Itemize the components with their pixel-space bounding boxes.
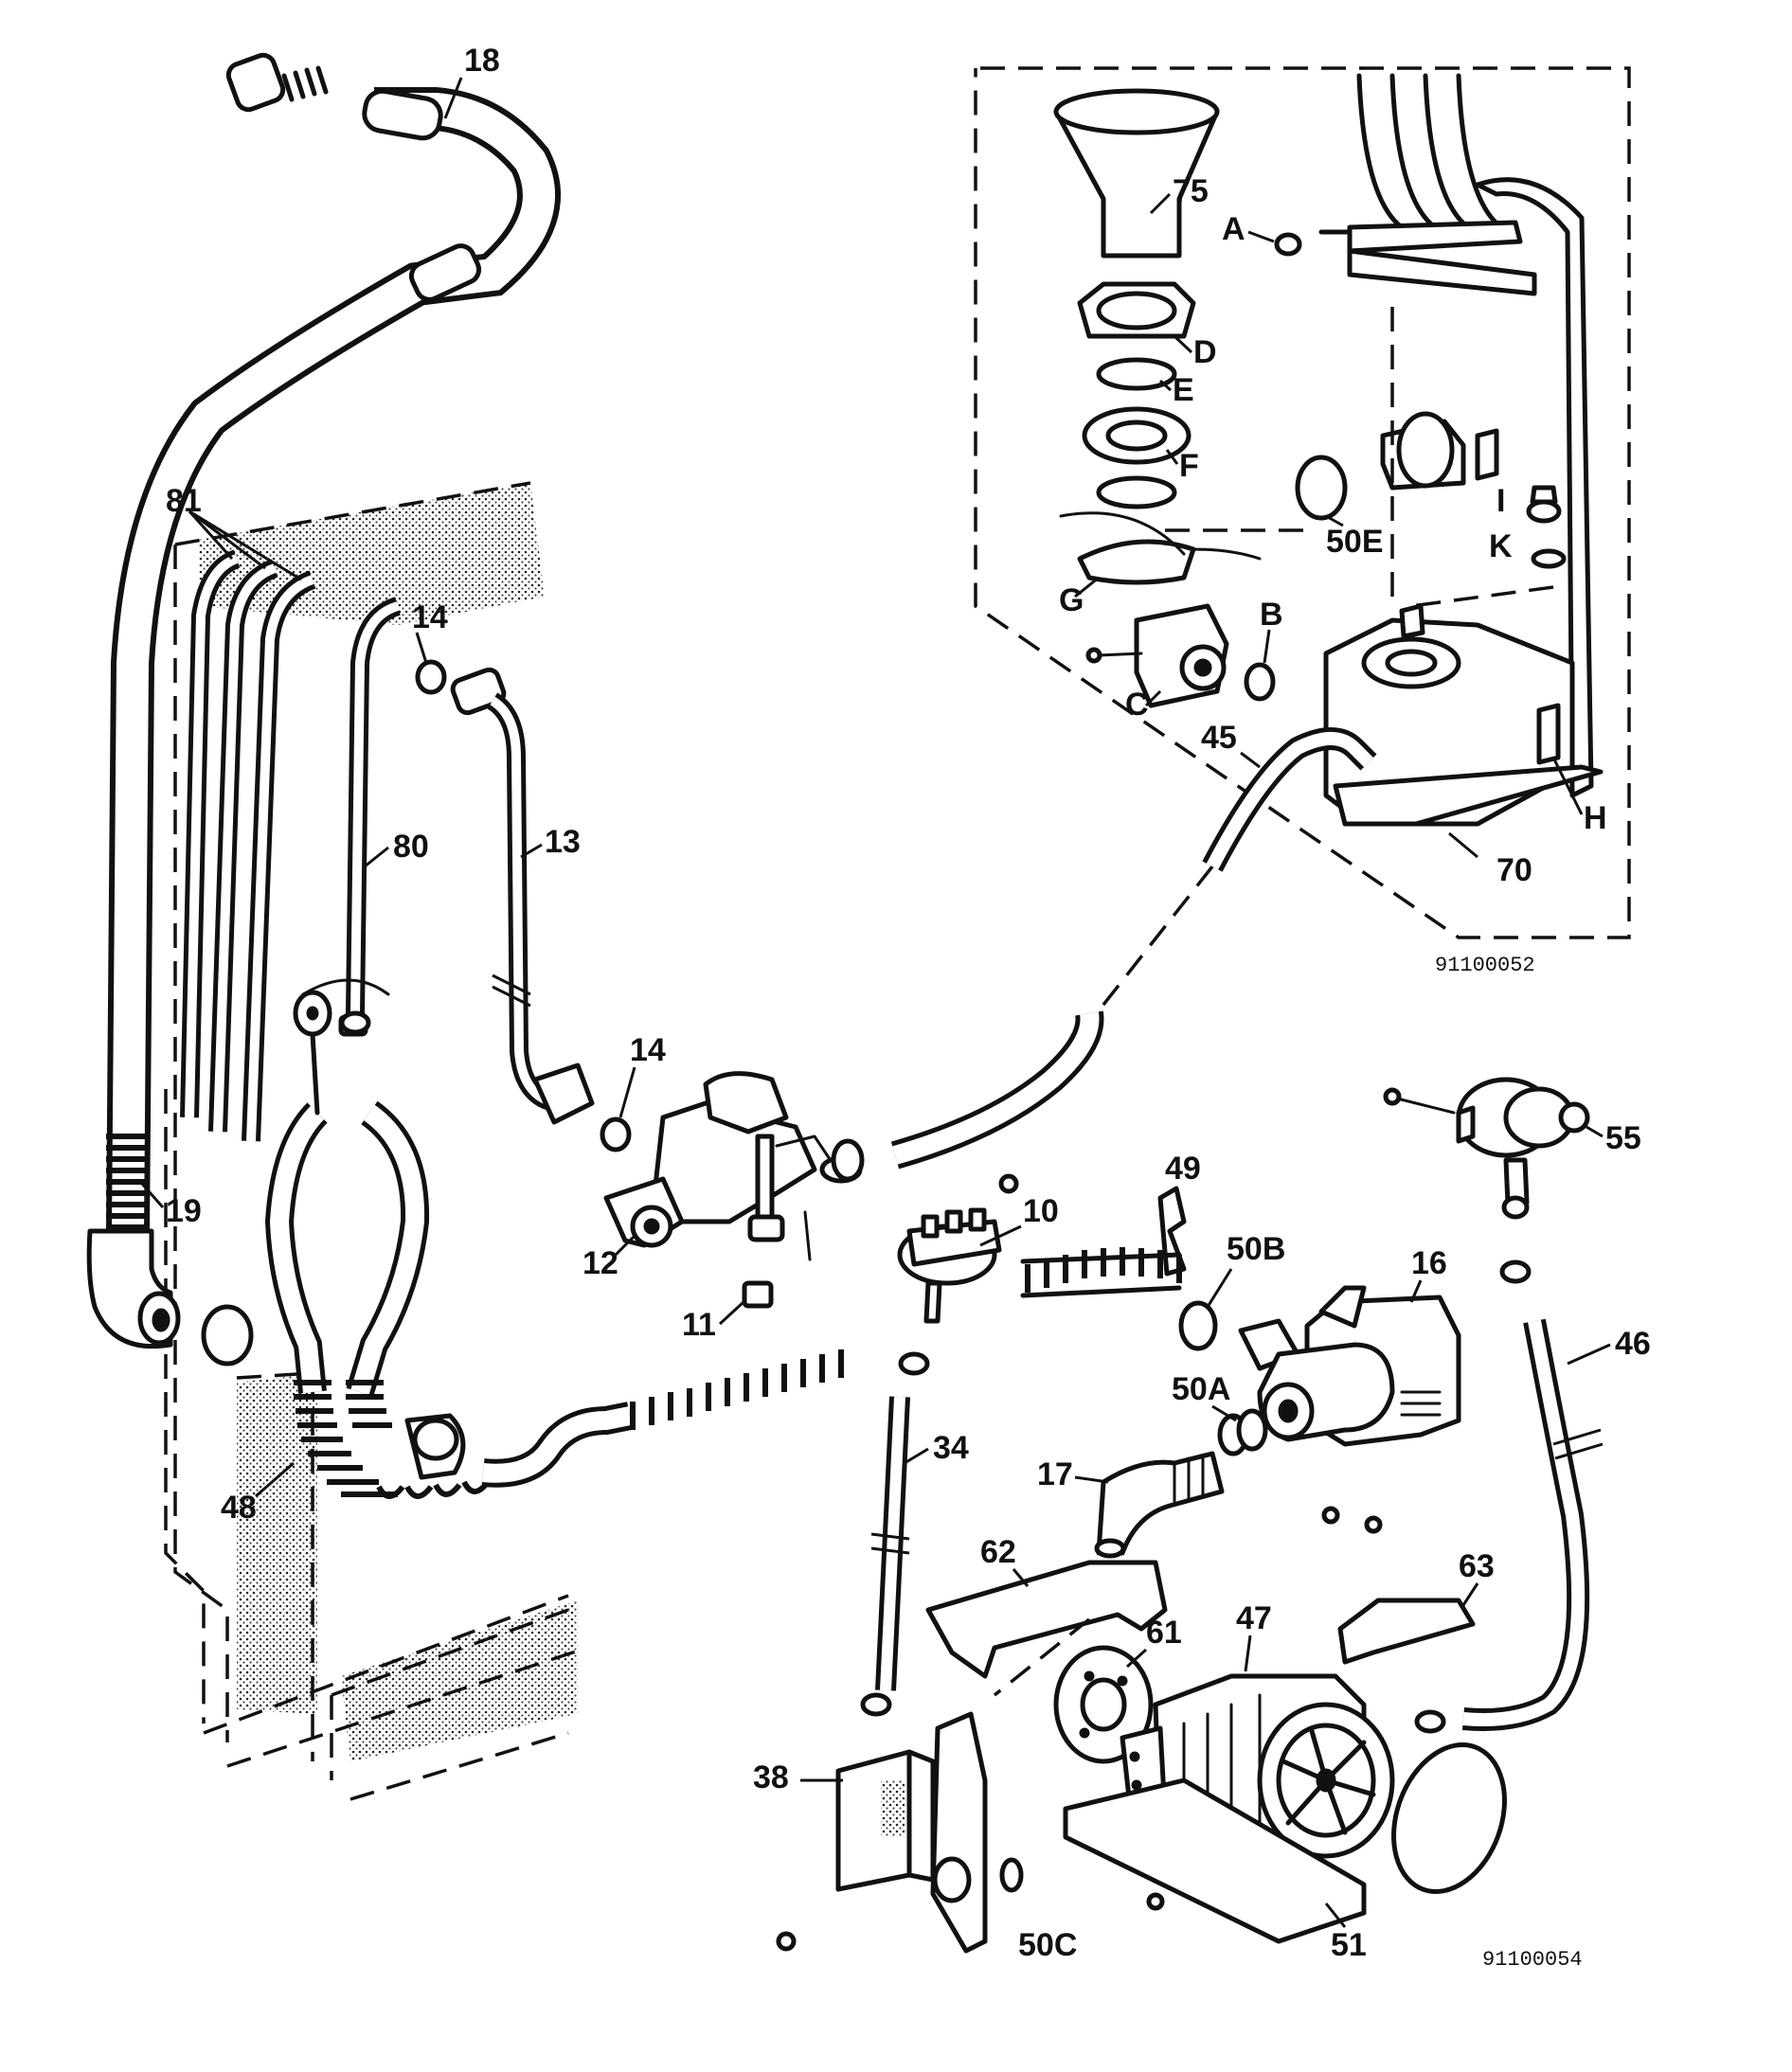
label-11: 11 <box>682 1307 716 1343</box>
reference-code-main: 91100054 <box>1482 1948 1583 1972</box>
corrugated-hose-inlet <box>1020 1247 1182 1298</box>
base-plate-51 <box>1063 1777 1367 1944</box>
seals-50a <box>1217 1408 1268 1456</box>
label-14-upper: 14 <box>412 599 448 635</box>
label-50e: 50E <box>1326 524 1384 560</box>
filter-11 <box>742 1280 774 1309</box>
label-17: 17 <box>1037 1456 1073 1492</box>
label-19: 19 <box>166 1193 202 1229</box>
callout-labels: 18 81 14 80 13 14 19 12 11 10 49 50B 16 … <box>140 43 1651 1963</box>
flange-61 <box>1053 1645 1154 1764</box>
label-12: 12 <box>582 1245 618 1281</box>
label-62: 62 <box>980 1534 1016 1570</box>
label-50b: 50B <box>1227 1231 1285 1267</box>
label-63: 63 <box>1459 1548 1495 1584</box>
label-F: F <box>1179 448 1199 484</box>
label-34: 34 <box>933 1430 969 1466</box>
clip-14-lower <box>600 1116 632 1152</box>
seal-50b <box>1178 1300 1218 1351</box>
screw-51 <box>1146 1892 1165 1911</box>
inset-assembly-70 <box>1053 73 1604 872</box>
reference-code-inset: 91100052 <box>1435 954 1535 977</box>
tub-wall-shade-bottom <box>341 1600 578 1761</box>
circulation-hose-48 <box>264 978 844 1499</box>
tub-wall-shade-lower-left <box>237 1373 317 1714</box>
label-E: E <box>1173 372 1194 408</box>
label-C: C <box>1125 687 1149 723</box>
label-50c: 50C <box>1018 1927 1077 1963</box>
pump-housing-16 <box>1238 1285 1461 1534</box>
clip-14-upper <box>415 659 447 695</box>
label-50a: 50A <box>1172 1371 1230 1407</box>
air-break-38 <box>776 1711 1024 1954</box>
connection-line-45 <box>1087 865 1214 1025</box>
cabinet-outline <box>164 481 588 1801</box>
label-46: 46 <box>1615 1326 1651 1362</box>
hanger-bracket <box>293 990 332 1116</box>
label-81: 81 <box>166 483 202 519</box>
elbow-17 <box>1094 1451 1225 1559</box>
hose-clamps <box>201 1010 1532 1734</box>
clip-49 <box>1157 1186 1187 1277</box>
label-10: 10 <box>1023 1193 1059 1229</box>
label-48: 48 <box>221 1490 257 1526</box>
label-55: 55 <box>1605 1120 1641 1156</box>
label-14-lower: 14 <box>630 1032 666 1068</box>
hose-elbow-19 <box>86 1134 181 1349</box>
inset-frame <box>974 66 1631 939</box>
pressure-switch-10 <box>897 1173 1019 1324</box>
label-D: D <box>1193 334 1217 370</box>
inlet-valve-12 <box>603 1071 863 1261</box>
tube-34 <box>870 1396 910 1691</box>
label-B: B <box>1260 597 1283 633</box>
label-80: 80 <box>393 829 429 865</box>
label-A: A <box>1222 211 1245 247</box>
label-18: 18 <box>464 43 500 79</box>
inlet-hose-18 <box>106 52 561 1232</box>
pressure-sensor-55 <box>1383 1077 1590 1220</box>
tubes-81 <box>180 509 316 1142</box>
label-75: 75 <box>1173 173 1209 209</box>
bracket-63 <box>1337 1598 1476 1665</box>
label-51: 51 <box>1331 1927 1367 1963</box>
label-61: 61 <box>1146 1615 1182 1651</box>
vent-tube-80 <box>338 597 402 1037</box>
bracket-62 <box>925 1560 1168 1679</box>
label-I: I <box>1496 483 1505 519</box>
label-K: K <box>1489 528 1513 564</box>
label-49: 49 <box>1165 1151 1201 1187</box>
label-G: G <box>1059 582 1084 618</box>
label-45: 45 <box>1201 720 1237 756</box>
tub-wall-shade-upper <box>199 483 545 625</box>
tube-46 <box>1461 1318 1604 1731</box>
o-ring-main <box>1391 1742 1507 1894</box>
label-47: 47 <box>1236 1600 1272 1636</box>
bracket-62-fix-line <box>993 1617 1091 1697</box>
supply-pipe-13 <box>450 667 595 1125</box>
label-70: 70 <box>1496 852 1532 888</box>
label-38: 38 <box>753 1759 789 1795</box>
label-16: 16 <box>1411 1245 1447 1281</box>
label-H: H <box>1584 800 1607 836</box>
label-13: 13 <box>545 824 581 860</box>
hose-to-inset <box>890 1010 1104 1170</box>
